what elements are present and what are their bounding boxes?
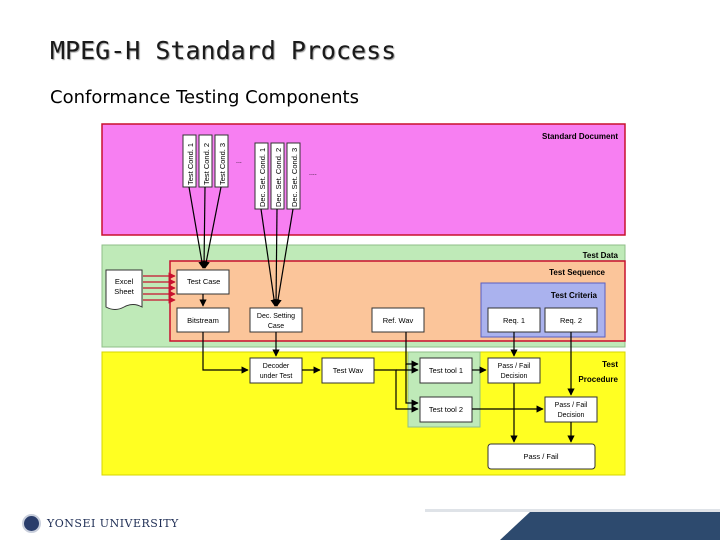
flow-arrows	[199, 294, 575, 443]
dec-set-cond-ellipsis: ....	[309, 170, 317, 177]
test-cond-1-box: Test Cond. 1	[182, 134, 197, 188]
test-tool-2-label: Test tool 2	[429, 405, 463, 414]
pass-fail-decision-2-line1: Pass / Fail	[555, 402, 588, 409]
dec-setting-case-box: Dec. Setting Case	[249, 307, 303, 333]
test-criteria-label: Test Criteria	[551, 291, 598, 300]
test-tool-1-box: Test tool 1	[419, 357, 473, 384]
pass-fail-decision-2-box: Pass / Fail Decision	[544, 396, 598, 423]
test-data-label: Test Data	[583, 251, 619, 260]
pass-fail-label: Pass / Fail	[523, 452, 558, 461]
test-wav-box: Test Wav	[321, 357, 375, 384]
pass-fail-decision-1-box: Pass / Fail Decision	[487, 357, 541, 384]
test-cond-2-box: Test Cond. 2	[198, 134, 213, 188]
req-1-box: Req. 1	[487, 307, 541, 333]
dec-set-cond-1-box: Dec. Set. Cond. 1	[254, 142, 269, 210]
pass-fail-decision-2-line2: Decision	[558, 412, 585, 419]
university-seal-icon	[22, 514, 41, 533]
dec-set-cond-2-label: Dec. Set. Cond. 2	[274, 148, 283, 207]
university-name: YONSEI UNIVERSITY	[47, 517, 179, 530]
test-procedure-label-line2: Procedure	[578, 375, 618, 384]
decoder-under-test-box: Decoder under Test	[249, 357, 303, 384]
test-case-label: Test Case	[187, 277, 220, 286]
excel-sheet-box: Excel Sheet	[105, 269, 143, 310]
standard-document-label: Standard Document	[542, 132, 618, 141]
test-procedure-label-line1: Test	[602, 360, 618, 369]
test-cond-2-label: Test Cond. 2	[202, 143, 211, 185]
excel-sheet-label-line1: Excel	[115, 277, 134, 286]
ref-wav-box: Ref. Wav	[371, 307, 425, 333]
condition-arrows	[188, 186, 294, 307]
dec-set-cond-1-label: Dec. Set. Cond. 1	[258, 148, 267, 207]
dec-set-cond-3-label: Dec. Set. Cond. 3	[290, 148, 299, 207]
slide-title: MPEG-H Standard Process	[50, 36, 397, 65]
pass-fail-box: Pass / Fail	[487, 443, 596, 470]
test-case-box: Test Case	[176, 269, 230, 295]
decoder-label-line2: under Test	[260, 373, 293, 380]
decoder-label-line1: Decoder	[263, 363, 290, 370]
test-cond-3-label: Test Cond. 3	[218, 143, 227, 185]
excel-sheet-label-line2: Sheet	[114, 287, 135, 296]
req-1-label: Req. 1	[503, 316, 525, 325]
pass-fail-decision-1-line1: Pass / Fail	[498, 363, 531, 370]
test-tool-2-box: Test tool 2	[419, 396, 473, 423]
dec-set-cond-3-box: Dec. Set. Cond. 3	[286, 142, 301, 210]
dec-set-cond-2-box: Dec. Set. Cond. 2	[270, 142, 285, 210]
req-2-box: Req. 2	[544, 307, 598, 333]
ref-wav-label: Ref. Wav	[383, 316, 414, 325]
test-cond-1-label: Test Cond. 1	[186, 143, 195, 185]
university-logo: YONSEI UNIVERSITY	[22, 514, 179, 533]
dec-setting-case-label-line2: Case	[268, 323, 284, 330]
test-cond-3-box: Test Cond. 3	[214, 134, 229, 188]
footer-accent-line	[425, 509, 720, 512]
footer-accent-bar	[500, 512, 720, 540]
req-2-label: Req. 2	[560, 316, 582, 325]
test-wav-label: Test Wav	[333, 366, 364, 375]
test-sequence-label: Test Sequence	[549, 268, 605, 277]
pass-fail-decision-1-line2: Decision	[501, 373, 528, 380]
dec-setting-case-label-line1: Dec. Setting	[257, 313, 295, 320]
test-tool-1-label: Test tool 1	[429, 366, 463, 375]
slide-subtitle: Conformance Testing Components	[50, 87, 359, 108]
excel-to-test-case-arrows	[143, 272, 176, 304]
bitstream-box: Bitstream	[176, 307, 230, 333]
bitstream-label: Bitstream	[187, 316, 219, 325]
test-cond-ellipsis: ...	[236, 158, 242, 165]
